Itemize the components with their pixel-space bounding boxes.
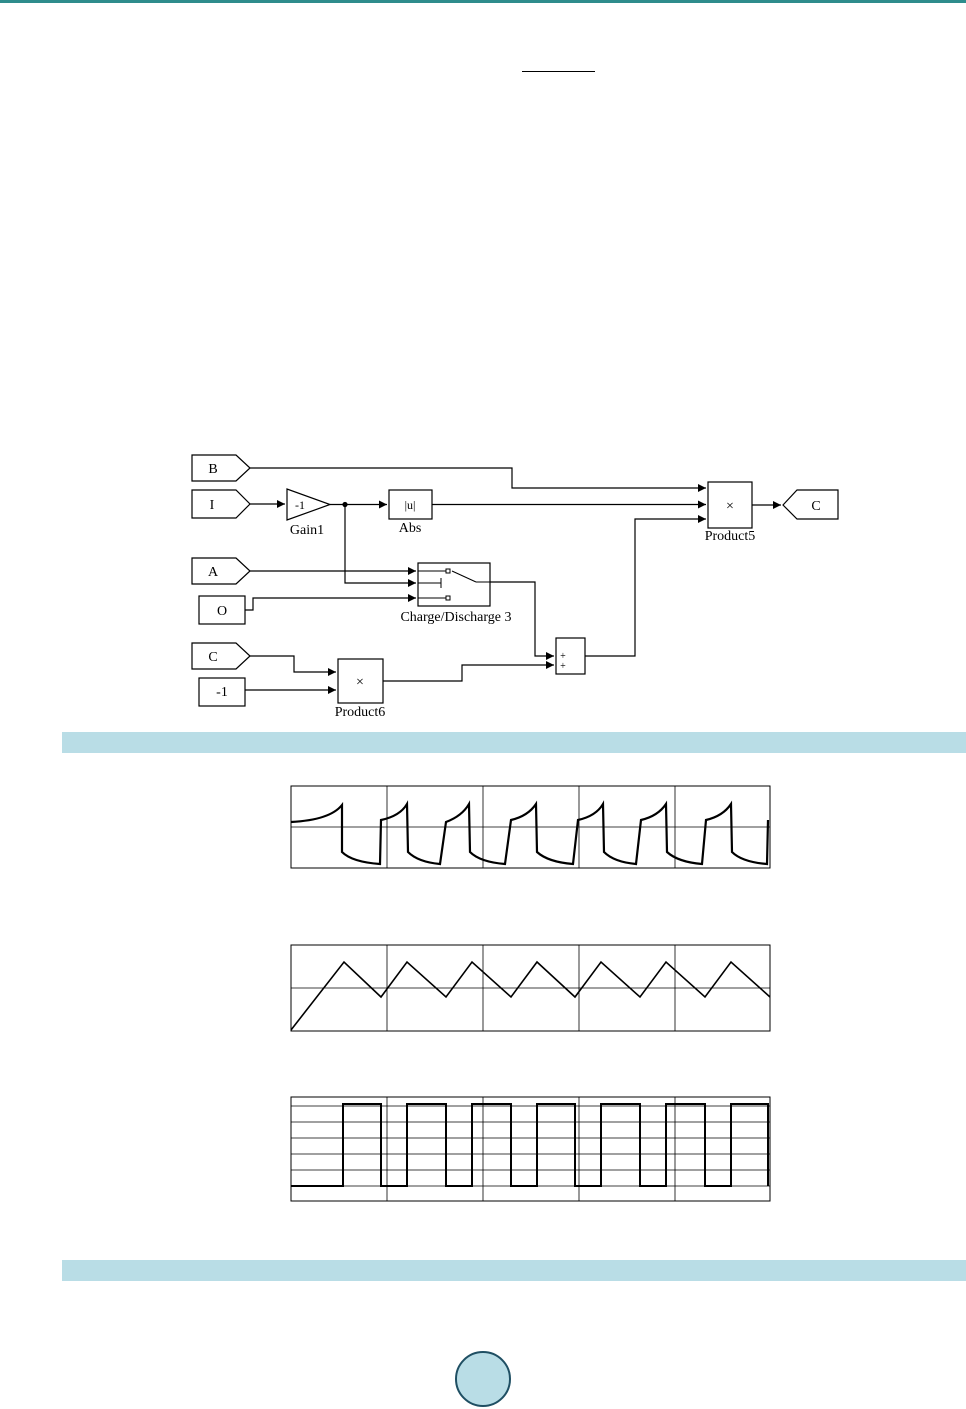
const-zero-label: O [217, 604, 227, 619]
switch-symbol [418, 568, 490, 601]
plot-2-trace [290, 960, 771, 1031]
tag-out-c-label: C [811, 499, 820, 514]
abs-symbol: |u| [405, 498, 416, 512]
gain1-value: -1 [295, 498, 305, 512]
const-minus-one-label: -1 [216, 685, 228, 700]
switch-name: Charge/Discharge 3 [400, 610, 511, 625]
abs-block[interactable] [388, 489, 433, 520]
abs-name: Abs [399, 521, 422, 536]
plot-1 [290, 785, 771, 869]
product5-block[interactable] [707, 481, 753, 529]
figure-caption-band-1 [62, 732, 966, 753]
tag-b[interactable] [191, 454, 251, 482]
plot-2 [290, 944, 771, 1032]
sum-sign-top: + [560, 651, 566, 662]
product6-symbol: × [356, 675, 364, 690]
tag-i-label: I [210, 498, 215, 513]
tag-a-label: A [208, 565, 219, 580]
branch-point [342, 501, 348, 508]
tag-c-label: C [208, 650, 217, 665]
const-zero[interactable] [198, 595, 246, 625]
plot-3-frame [290, 1096, 771, 1202]
product6-block[interactable] [337, 658, 384, 704]
gain1-name: Gain1 [290, 523, 324, 538]
figure-caption-band-2 [62, 1260, 966, 1281]
plot-1-trace [290, 800, 770, 866]
product6-name: Product6 [335, 705, 386, 720]
tag-a[interactable] [191, 557, 251, 585]
tag-out-c[interactable] [782, 489, 839, 520]
product5-name: Product5 [705, 529, 756, 544]
tag-b-label: B [208, 462, 217, 477]
signal-lines [245, 467, 781, 694]
fraction-bar [522, 71, 595, 72]
plot-1-grid [291, 786, 770, 868]
sum-block[interactable] [555, 637, 586, 675]
plot-3 [290, 1096, 771, 1202]
const-minus-one[interactable] [198, 677, 246, 707]
simulink-diagram [191, 454, 839, 707]
switch-block[interactable] [417, 562, 491, 607]
tag-c[interactable] [191, 642, 251, 670]
gain1-block[interactable] [286, 488, 332, 521]
plot-3-grid [291, 1097, 770, 1201]
tag-i[interactable] [191, 489, 251, 519]
plot-3-trace [291, 1103, 769, 1187]
page-number-badge [455, 1351, 511, 1407]
product5-symbol: × [726, 499, 734, 514]
sum-sign-bottom: + [560, 661, 566, 672]
plot-2-grid [291, 945, 770, 1031]
header-rule [0, 0, 966, 3]
